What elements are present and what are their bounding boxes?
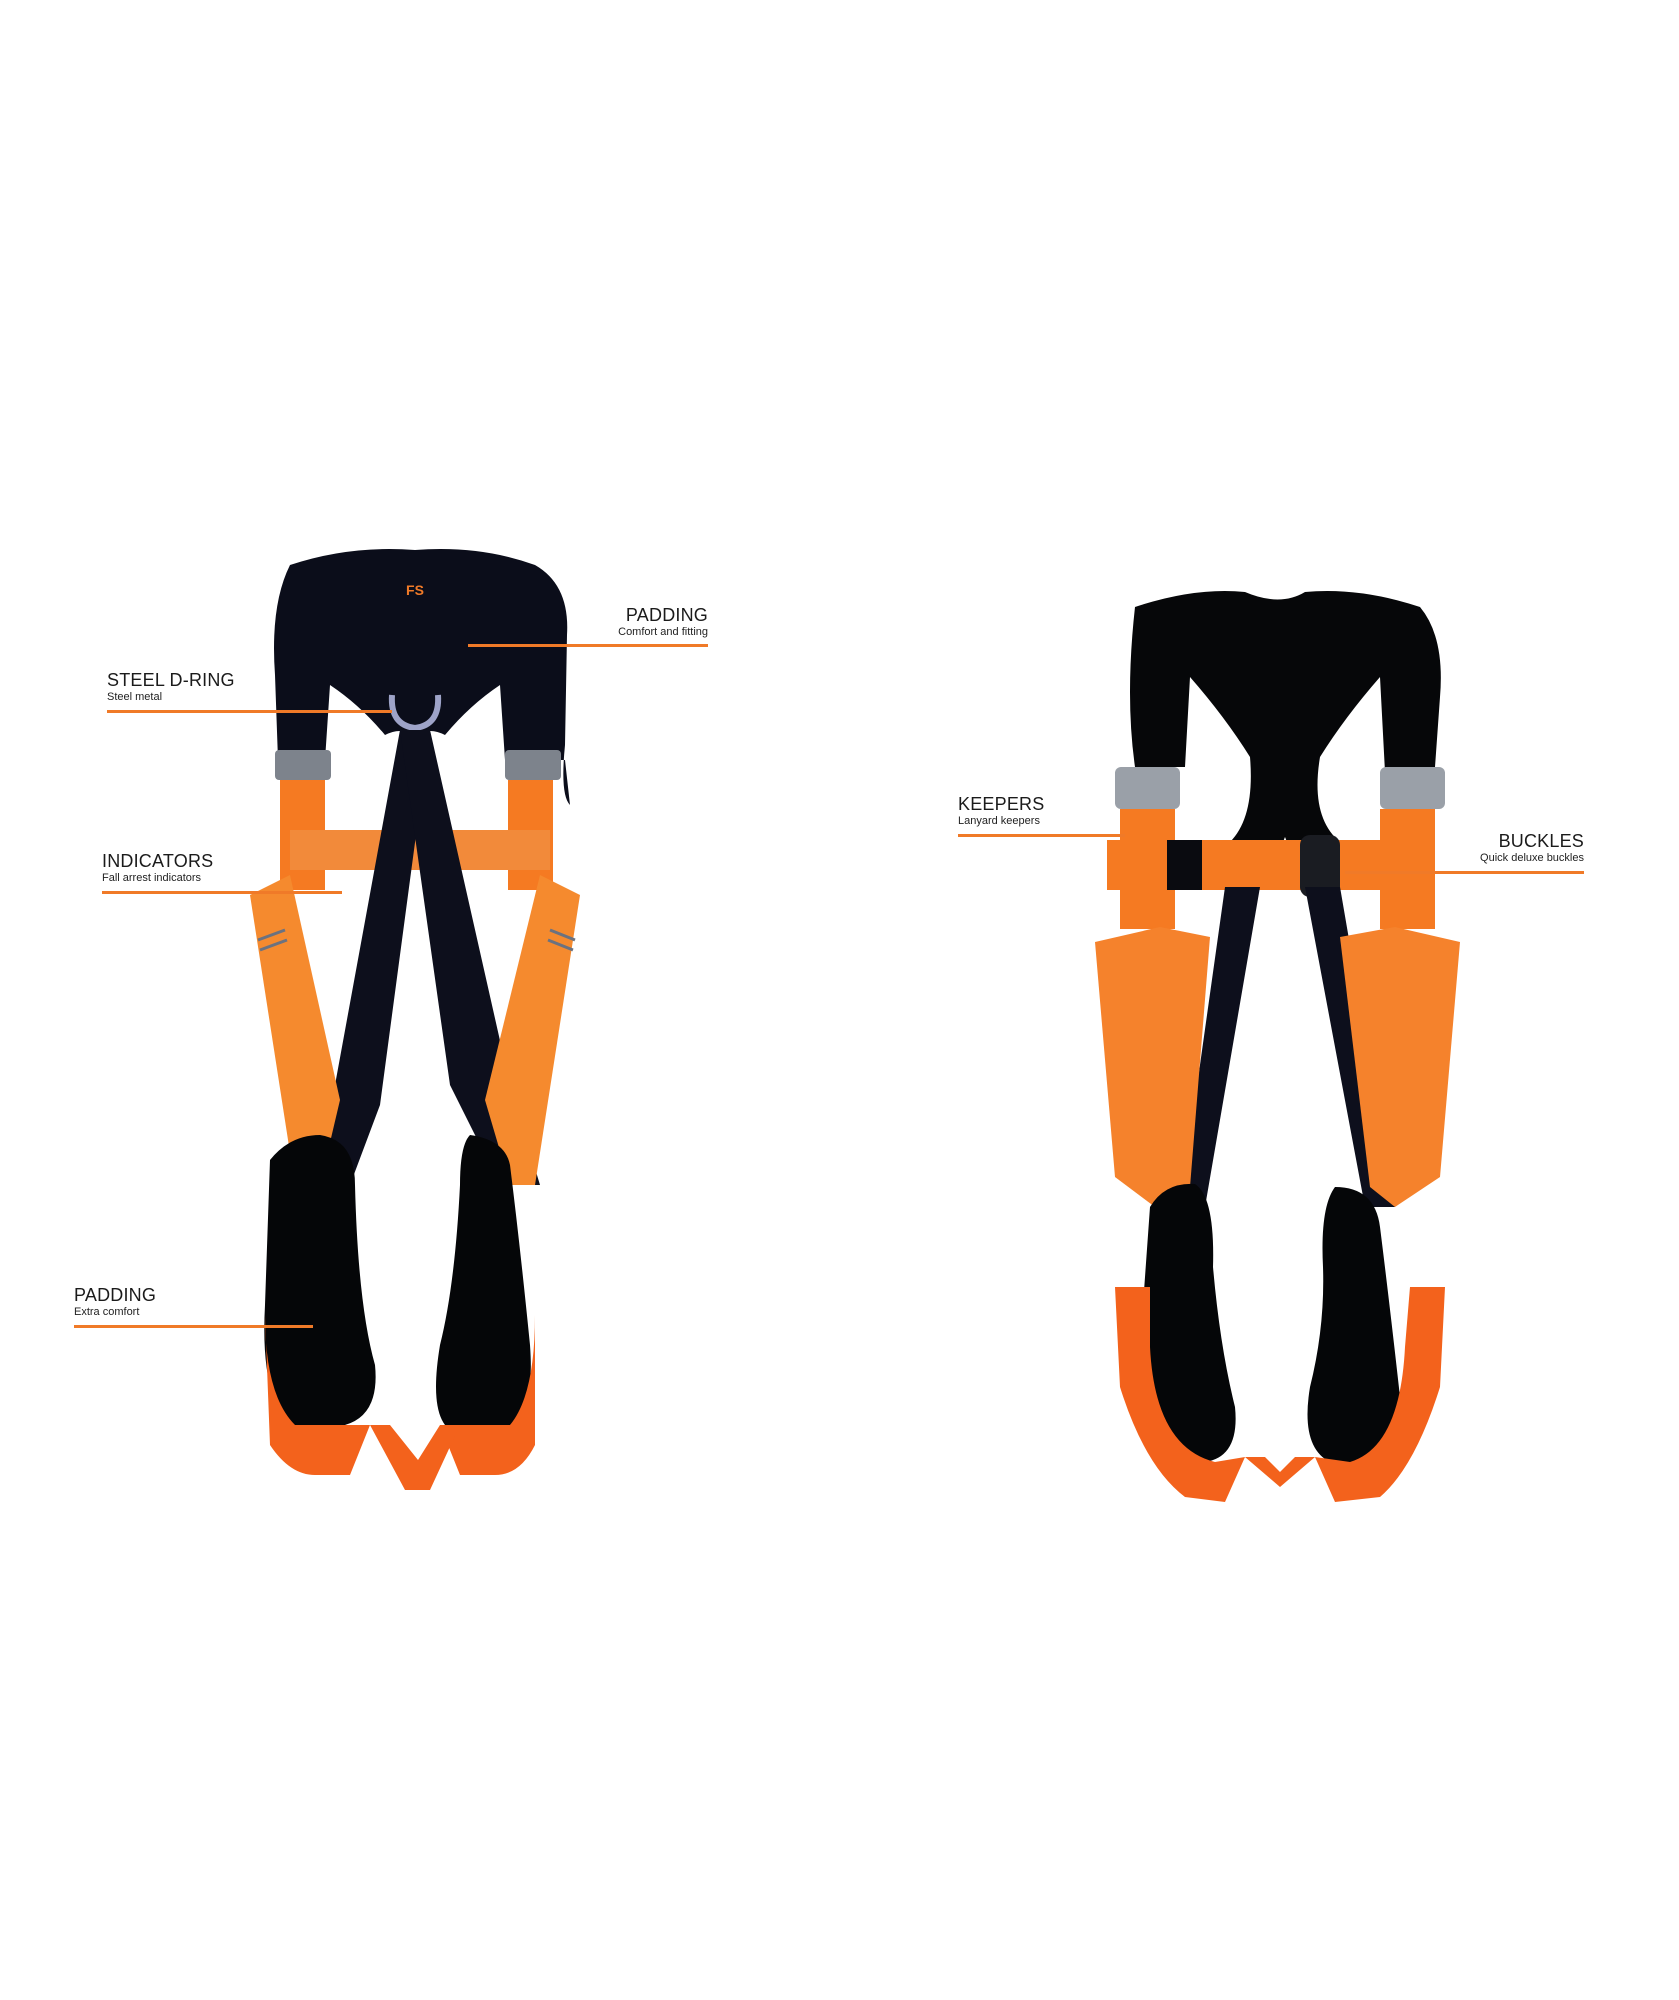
back-harness-image xyxy=(1095,591,1460,1502)
leader-line-steel-d-ring xyxy=(107,710,392,713)
callout-title: PADDING xyxy=(625,605,708,625)
callout-subtitle: Extra comfort xyxy=(74,1306,140,1318)
leader-line-buckles xyxy=(1345,871,1584,874)
callout-title: INDICATORS xyxy=(102,851,214,871)
callout-keepers: KEEPERS Lanyard keepers xyxy=(958,794,1044,828)
leader-line-keepers xyxy=(958,834,1125,837)
callout-buckles: BUCKLES Quick deluxe buckles xyxy=(1400,831,1584,865)
brand-logo: FS xyxy=(406,582,424,598)
callout-title: STEEL D-RING xyxy=(107,670,235,690)
callout-subtitle: Quick deluxe buckles xyxy=(1480,852,1584,864)
callout-steel-d-ring: STEEL D-RING Steel metal xyxy=(107,670,235,704)
callout-padding-leg: PADDING Extra comfort xyxy=(74,1285,156,1319)
leader-line-padding-shoulder xyxy=(468,644,708,647)
callout-padding-shoulder: PADDING Comfort and fitting xyxy=(540,605,708,639)
callout-indicators: INDICATORS Fall arrest indicators xyxy=(102,851,213,885)
callout-title: PADDING xyxy=(74,1285,157,1305)
callout-subtitle: Fall arrest indicators xyxy=(102,872,202,884)
callout-title: BUCKLES xyxy=(1498,831,1584,851)
leader-line-padding-leg xyxy=(74,1325,313,1328)
front-harness-image: FS xyxy=(250,549,580,1490)
callout-subtitle: Lanyard keepers xyxy=(958,815,1040,827)
callout-subtitle: Comfort and fitting xyxy=(618,626,708,638)
callout-title: KEEPERS xyxy=(958,794,1045,814)
leader-line-indicators xyxy=(102,891,342,894)
callout-subtitle: Steel metal xyxy=(107,691,163,703)
